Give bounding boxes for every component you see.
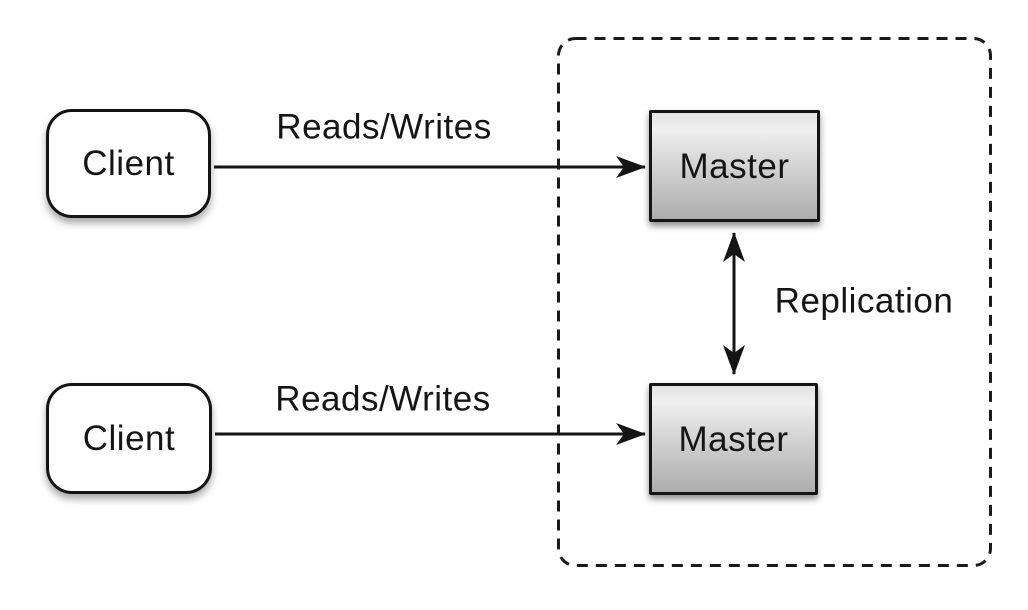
node-client-top: Client xyxy=(46,109,211,218)
node-client-top-label: Client xyxy=(82,144,175,183)
node-client-bottom-label: Client xyxy=(82,419,176,458)
replication-boundary xyxy=(557,37,992,567)
edge-label-reads-writes-top: Reads/Writes xyxy=(276,107,492,147)
node-master-bottom: Master xyxy=(649,383,818,495)
node-master-top: Master xyxy=(649,110,820,222)
edge-label-reads-writes-bottom: Reads/Writes xyxy=(275,379,491,419)
node-client-bottom: Client xyxy=(46,383,212,494)
edge-label-replication: Replication xyxy=(774,281,954,321)
node-master-top-label: Master xyxy=(679,146,790,186)
node-master-bottom-label: Master xyxy=(678,419,789,459)
